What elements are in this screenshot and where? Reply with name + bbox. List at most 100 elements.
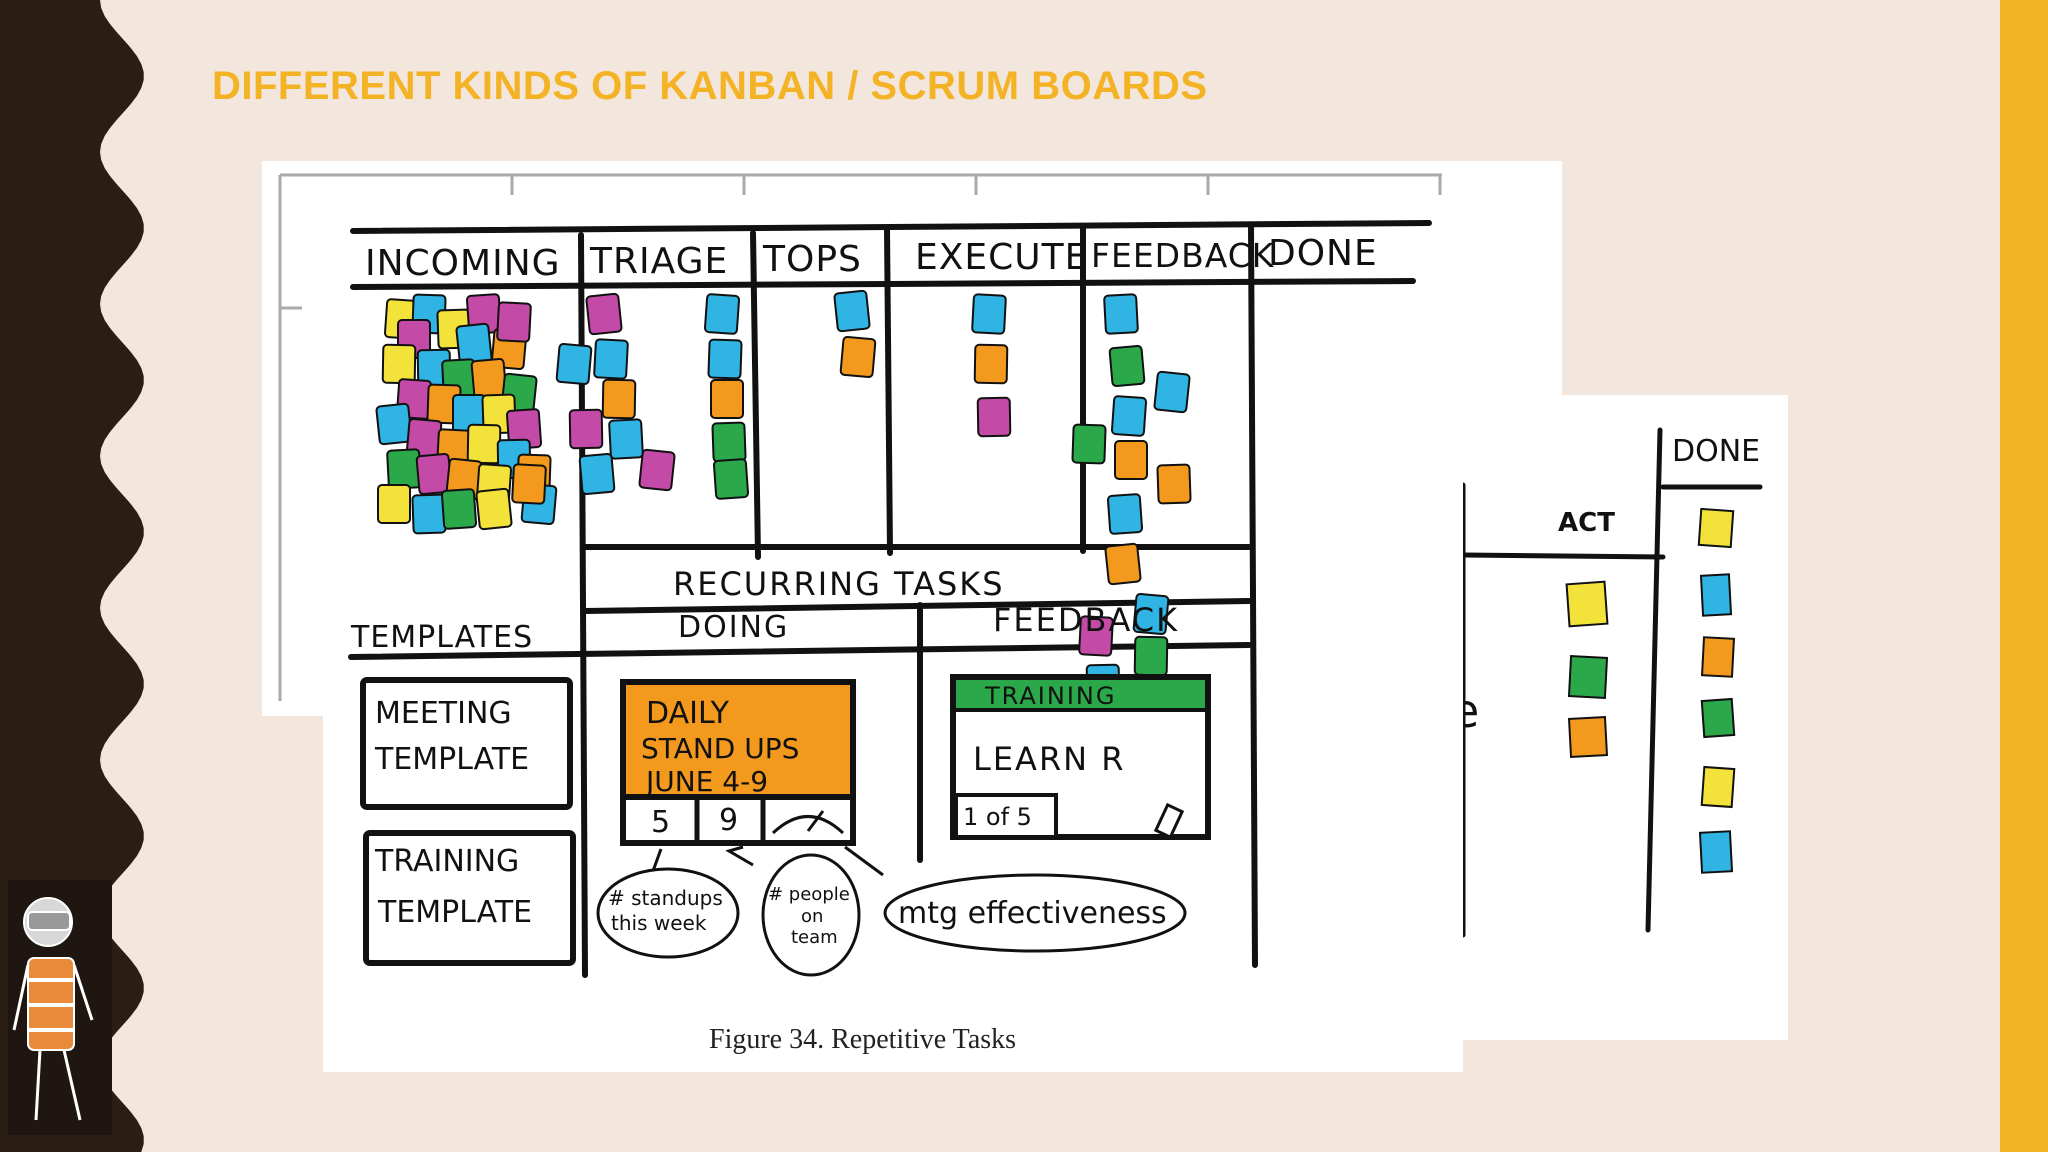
recurring-feedback-label: FEEDBACK	[993, 601, 1179, 639]
annotation-arrow	[651, 848, 663, 872]
sticky-note	[555, 343, 593, 385]
template-card-meeting: MEETING TEMPLATE	[360, 677, 573, 810]
sticky-note	[971, 293, 1007, 335]
annotation-text: # people	[768, 884, 850, 905]
sticky-note	[1114, 440, 1148, 480]
side-sticky-note	[1565, 580, 1609, 628]
column-header-execute: EXECUTE	[915, 237, 1088, 278]
standup-card-line: JUNE 4-9	[644, 765, 768, 798]
sticky-note	[608, 418, 644, 460]
annotation-text: # standups	[608, 886, 723, 910]
sticky-note	[833, 289, 871, 333]
sticky-note	[1108, 345, 1146, 387]
sticky-note	[568, 408, 604, 450]
sticky-note	[375, 402, 413, 446]
sticky-note	[1156, 463, 1192, 505]
standup-count: 5	[651, 805, 670, 840]
sticky-note	[703, 293, 741, 335]
side-sticky-note	[1699, 573, 1733, 617]
right-accent-band	[2000, 0, 2048, 1152]
template-card-line: MEETING	[375, 696, 512, 731]
column-header-triage: TRIAGE	[589, 241, 728, 282]
sticky-note	[1106, 493, 1144, 535]
annotation-arrow	[844, 845, 884, 877]
annotation-bubble	[761, 853, 861, 977]
standup-card-line: STAND UPS	[641, 732, 799, 765]
templates-label: TEMPLATES	[350, 620, 533, 655]
side-sticky-note	[1697, 507, 1735, 549]
sticky-note	[475, 487, 513, 531]
sticky-note	[455, 322, 493, 366]
standup-card: DAILY STAND UPS JUNE 4-9 5 9	[620, 679, 856, 846]
sticky-note	[1078, 615, 1114, 657]
kanban-figure-image: INCOMING TRIAGE TOPS EXECUTE FEEDBACK DO…	[323, 195, 1463, 1072]
sticky-note	[466, 423, 502, 465]
sticky-note	[1103, 293, 1139, 335]
sticky-note	[638, 448, 676, 492]
column-header-feedback: FEEDBACK	[1091, 236, 1275, 275]
training-card: TRAINING LEARN R 1 of 5	[950, 674, 1211, 840]
sticky-note	[386, 448, 422, 490]
sticky-note	[593, 338, 629, 380]
sticky-note	[511, 463, 547, 505]
template-card-training: TRAINING TEMPLATE	[363, 830, 576, 966]
column-header-done: DONE	[1268, 233, 1378, 274]
standup-card-line: DAILY	[646, 696, 730, 731]
side-act-label: ACT	[1558, 508, 1615, 538]
sticky-note	[585, 292, 623, 336]
sticky-note	[496, 301, 532, 343]
sticky-note	[1133, 635, 1169, 677]
side-board-image: DONE ACT - e	[1451, 395, 1788, 1040]
annotation-bubble	[596, 867, 740, 959]
gauge-needle-icon	[806, 810, 825, 832]
side-sticky-note	[1700, 697, 1736, 739]
sticky-note	[710, 379, 744, 419]
side-partial-char-2: e	[1463, 684, 1479, 738]
sticky-notes	[375, 289, 1192, 794]
sticky-note	[1132, 593, 1170, 635]
template-card-line: TEMPLATE	[374, 742, 529, 777]
sticky-note	[839, 336, 877, 378]
side-sticky-note	[1698, 830, 1734, 874]
people-count: 9	[719, 803, 738, 838]
annotation-text: this week	[611, 911, 707, 935]
annotation-text: on	[801, 906, 823, 927]
template-card-line: TRAINING	[374, 844, 519, 879]
sticky-note	[440, 488, 478, 530]
annotation-text: team	[791, 927, 838, 948]
sticky-note	[601, 378, 637, 420]
sticky-note	[707, 338, 743, 380]
training-progress: 1 of 5	[963, 803, 1032, 831]
pencil-icon	[1153, 802, 1185, 840]
sticky-note	[1110, 395, 1148, 437]
sticky-note	[712, 458, 750, 500]
sticky-note	[1071, 423, 1107, 465]
sticky-note	[470, 358, 508, 400]
recurring-tasks-label: RECURRING TASKS	[673, 565, 1005, 603]
wavy-left-border	[0, 0, 144, 1152]
training-card-header: TRAINING	[984, 682, 1116, 710]
sticky-note	[411, 493, 447, 535]
developer-avatar-icon	[8, 880, 112, 1135]
sticky-note	[711, 421, 747, 463]
training-card-body: LEARN R	[973, 740, 1126, 778]
side-sticky-note	[1700, 636, 1736, 678]
template-card-line: TEMPLATE	[377, 895, 532, 930]
annotation-bubble	[883, 873, 1187, 953]
sticky-note	[976, 396, 1012, 438]
sticky-note	[1153, 370, 1191, 414]
annotation-text: mtg effectiveness	[898, 896, 1167, 931]
sticky-note	[377, 484, 411, 524]
sticky-note	[1104, 542, 1142, 586]
sticky-note	[973, 343, 1009, 385]
side-sticky-note	[1700, 765, 1736, 809]
side-done-label: DONE	[1672, 434, 1760, 469]
side-sticky-note	[1567, 655, 1609, 699]
sticky-note	[381, 343, 417, 385]
side-sticky-note	[1567, 716, 1609, 758]
column-header-incoming: INCOMING	[365, 243, 561, 284]
sticky-note	[578, 453, 616, 495]
doing-label: DOING	[678, 610, 789, 645]
figure-caption: Figure 34. Repetitive Tasks	[709, 1024, 1016, 1055]
annotation-arrow	[725, 845, 754, 867]
